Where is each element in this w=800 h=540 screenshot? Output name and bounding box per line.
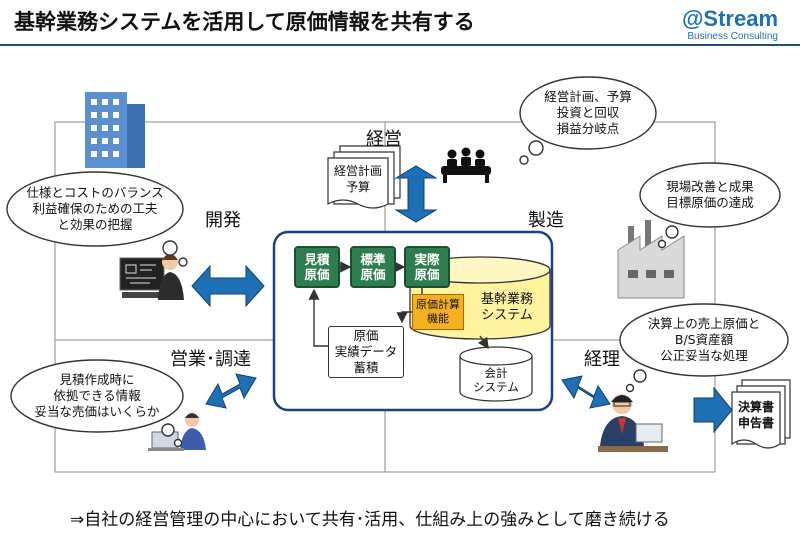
management-document-icon bbox=[327, 145, 401, 209]
estimated-cost-box: 見積原価 bbox=[294, 246, 340, 288]
conclusion-text: ⇒自社の経営管理の中心において共有･活用、仕組み上の強みとして磨き続ける bbox=[70, 510, 670, 530]
bubble-development bbox=[6, 171, 184, 247]
double-arrow-bottom-left bbox=[205, 373, 257, 409]
bubble-dot bbox=[519, 155, 529, 165]
bubble-dot bbox=[173, 438, 183, 448]
accounting-document-icon bbox=[731, 379, 791, 449]
standard-cost-box: 標準原価 bbox=[350, 246, 396, 288]
developer-icon bbox=[119, 254, 184, 300]
bubble-management bbox=[519, 76, 657, 150]
core-system-label: 基幹業務システム bbox=[480, 292, 533, 323]
title-divider bbox=[0, 44, 800, 46]
accounting-system-label: 会計システム bbox=[473, 366, 519, 394]
brand-subtitle: Business Consulting bbox=[687, 31, 778, 42]
bubble-sales bbox=[10, 359, 184, 433]
sales-person-icon bbox=[148, 413, 206, 451]
flow-arrow bbox=[308, 288, 328, 347]
bubble-manufacturing-text: 現場改善と成果目標原価の達成 bbox=[666, 179, 754, 210]
flow-arrow bbox=[477, 335, 489, 350]
bubble-development-text: 仕様とコストのバランス利益確保のための工夫と効果の把握 bbox=[26, 185, 164, 232]
bubble-dot bbox=[657, 239, 667, 249]
meeting-icon bbox=[441, 147, 491, 183]
quadrant-label-management: 経営 bbox=[366, 129, 402, 150]
bubble-sales-text: 見積作成時に依拠できる情報妥当な売価はいくらか bbox=[34, 372, 160, 419]
accounting-document-text: 決算書申告書 bbox=[737, 400, 774, 430]
quadrant-label-manufacturing: 製造 bbox=[528, 210, 564, 231]
arrow-right bbox=[693, 386, 733, 434]
bubble-dot bbox=[633, 369, 647, 383]
double-arrow-left bbox=[191, 264, 265, 308]
management-document-text: 経営計画予算 bbox=[333, 164, 382, 194]
quadrant-label-sales: 営業･調達 bbox=[170, 349, 251, 370]
accounting-system-cylinder bbox=[459, 346, 533, 402]
bubble-dot bbox=[178, 257, 188, 267]
double-arrow-bottom-right bbox=[561, 375, 611, 409]
accountant-icon bbox=[598, 394, 668, 452]
cost-data-box: 原価実績データ蓄積 bbox=[328, 326, 404, 378]
bubble-management-text: 経営計画、予算投資と回収損益分岐点 bbox=[544, 89, 632, 136]
bubble-dot bbox=[161, 423, 175, 437]
bubble-dot bbox=[665, 225, 679, 239]
cost-calc-function-box: 原価計算機能 bbox=[412, 294, 464, 330]
bubble-dot bbox=[625, 383, 635, 393]
quadrant-label-development: 開発 bbox=[205, 210, 241, 231]
page-title: 基幹業務システムを活用して原価情報を共有する bbox=[14, 10, 475, 34]
bubble-dot bbox=[162, 240, 178, 256]
bubble-dot bbox=[528, 140, 544, 156]
building-icon bbox=[85, 92, 145, 168]
actual-cost-box: 実際原価 bbox=[404, 246, 450, 288]
brand-logo: @Stream bbox=[681, 6, 778, 31]
quadrant-label-accounting: 経理 bbox=[584, 349, 620, 370]
factory-icon bbox=[617, 220, 685, 299]
bubble-manufacturing bbox=[639, 162, 781, 228]
bubble-accounting bbox=[619, 303, 789, 377]
double-arrow-vertical bbox=[394, 165, 438, 223]
